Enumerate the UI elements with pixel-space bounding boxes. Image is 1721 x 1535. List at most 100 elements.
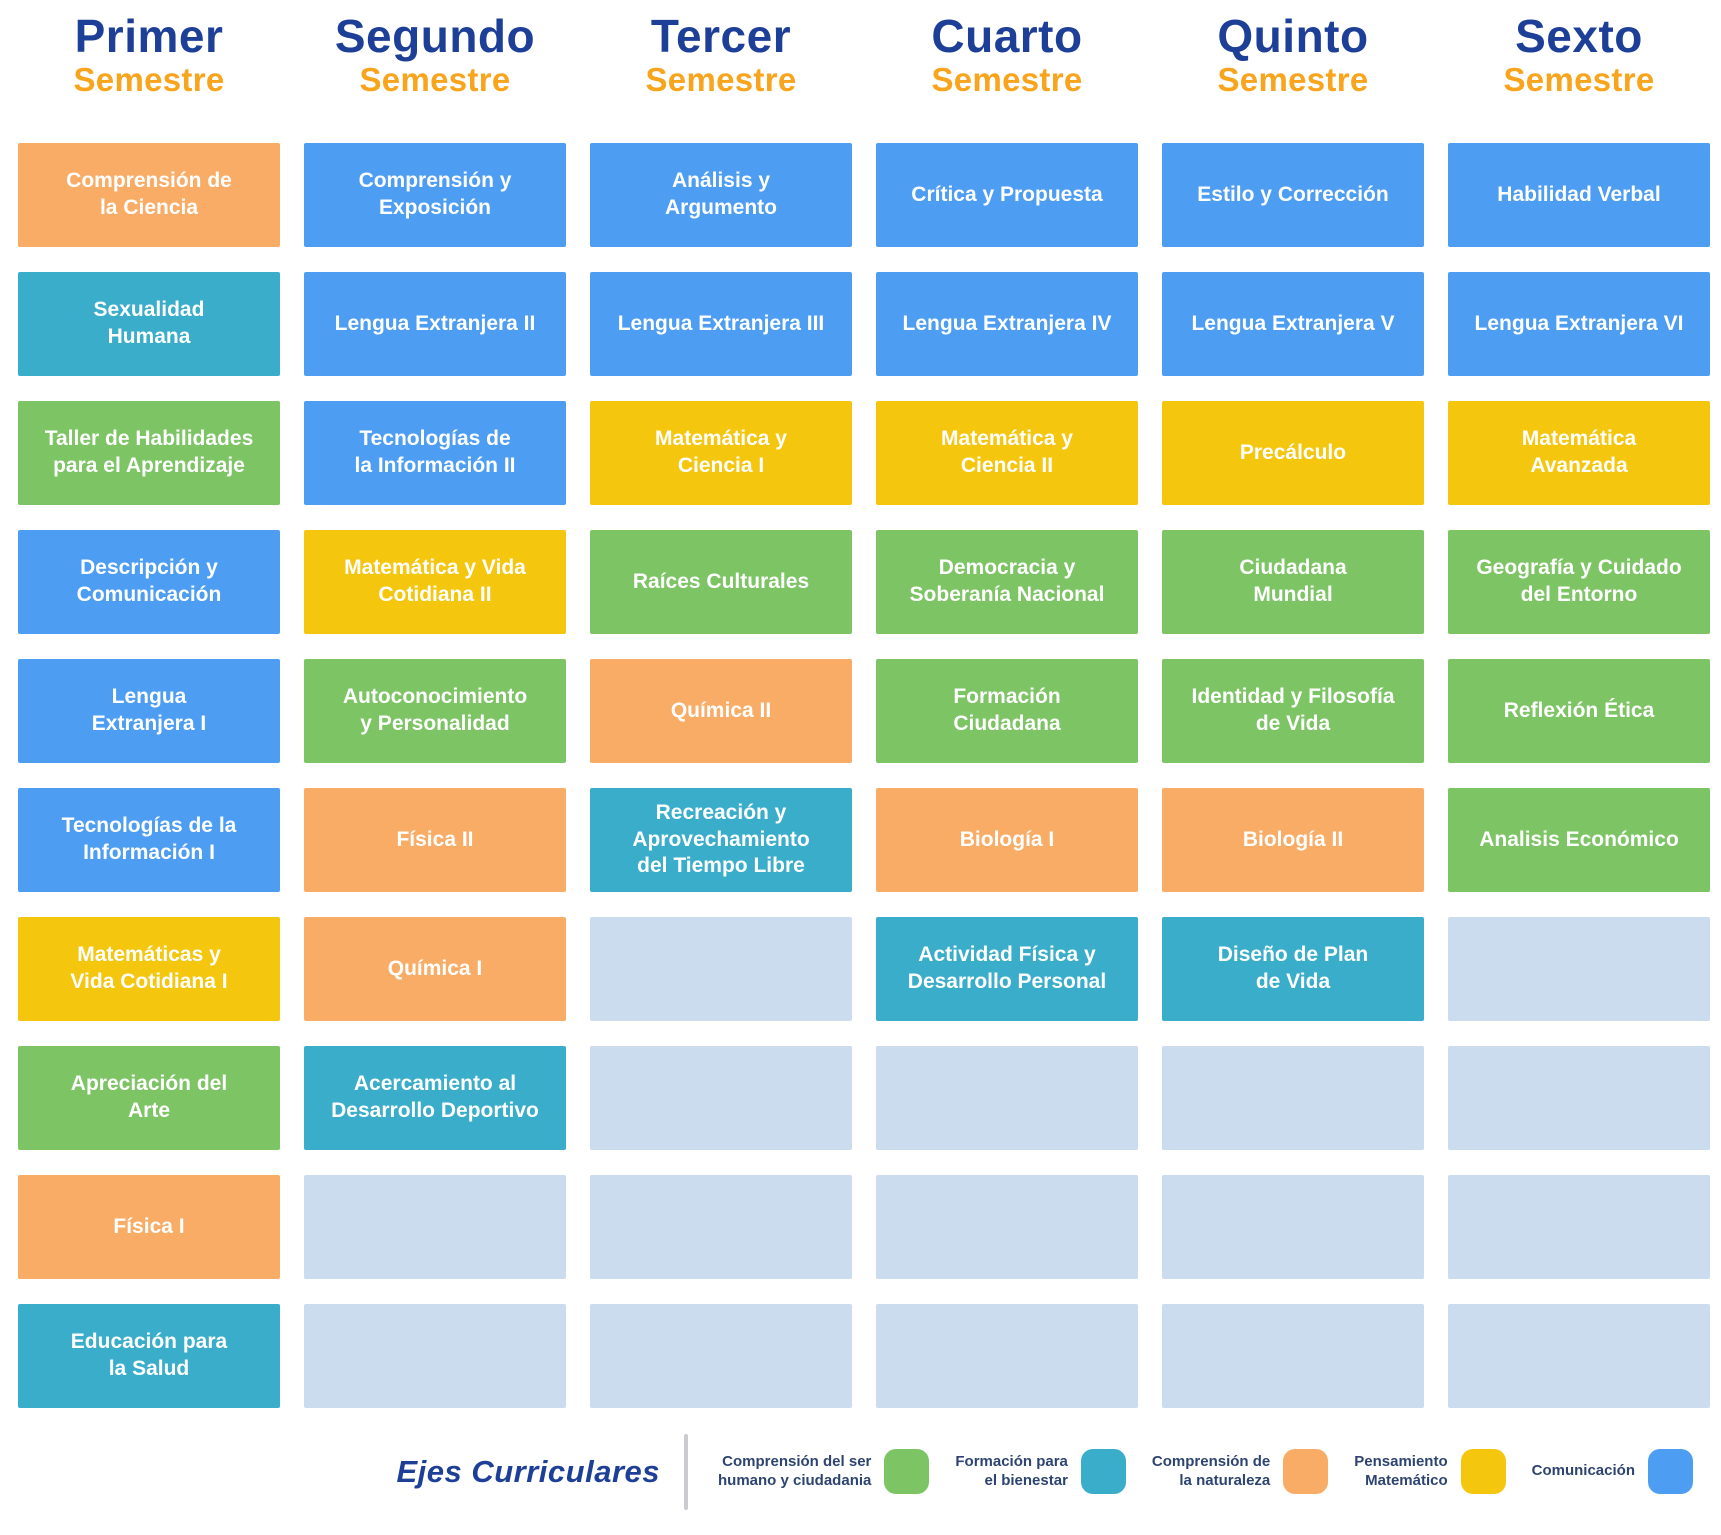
course-card: Recreación y Aprovechamiento del Tiempo … bbox=[590, 788, 852, 892]
course-card: Actividad Física y Desarrollo Personal bbox=[876, 917, 1138, 1021]
course-card: Estilo y Corrección bbox=[1162, 143, 1424, 247]
semester-subtitle: Semestre bbox=[359, 60, 511, 98]
course-card: Biología II bbox=[1162, 788, 1424, 892]
legend-item: Comprensión de la naturaleza bbox=[1151, 1449, 1329, 1494]
course-card: Acercamiento al Desarrollo Deportivo bbox=[304, 1046, 566, 1150]
course-card: Autoconocimiento y Personalidad bbox=[304, 659, 566, 763]
empty-slot bbox=[1162, 1175, 1424, 1279]
course-card: Lengua Extranjera VI bbox=[1448, 272, 1710, 376]
course-card: Ciudadana Mundial bbox=[1162, 530, 1424, 634]
legend-divider bbox=[684, 1433, 688, 1510]
course-card: Diseño de Plan de Vida bbox=[1162, 917, 1424, 1021]
course-card: Tecnologías de la Información II bbox=[304, 401, 566, 505]
empty-slot bbox=[590, 917, 852, 1021]
course-card: Lengua Extranjera IV bbox=[876, 272, 1138, 376]
legend-color-swatch bbox=[1080, 1449, 1126, 1494]
semester-subtitle: Semestre bbox=[1217, 60, 1369, 98]
course-card: Matemática y Ciencia II bbox=[876, 401, 1138, 505]
legend-item-label: Comprensión del ser humano y ciudadania bbox=[718, 1452, 872, 1489]
course-card: Lengua Extranjera II bbox=[304, 272, 566, 376]
course-card: Precálculo bbox=[1162, 401, 1424, 505]
empty-slot bbox=[1448, 1175, 1710, 1279]
semester-subtitle: Semestre bbox=[645, 60, 797, 98]
legend-items: Comprensión del ser humano y ciudadania F… bbox=[718, 1449, 1693, 1494]
legend-item-label: Comprensión de la naturaleza bbox=[1151, 1452, 1271, 1489]
course-card: Apreciación del Arte bbox=[18, 1046, 280, 1150]
course-card: Habilidad Verbal bbox=[1448, 143, 1710, 247]
course-card: Reflexión Ética bbox=[1448, 659, 1710, 763]
empty-slot bbox=[1162, 1046, 1424, 1150]
empty-slot bbox=[590, 1046, 852, 1150]
legend-bar: Ejes Curriculares Comprensión del ser hu… bbox=[0, 1408, 1721, 1535]
empty-slot bbox=[590, 1175, 852, 1279]
course-card: Química I bbox=[304, 917, 566, 1021]
course-card: Lengua Extranjera III bbox=[590, 272, 852, 376]
semester-subtitle: Semestre bbox=[1503, 60, 1655, 98]
course-card: Análisis y Argumento bbox=[590, 143, 852, 247]
course-card: Matemática Avanzada bbox=[1448, 401, 1710, 505]
semester-title: Tercer bbox=[650, 10, 792, 62]
course-card: Matemáticas y Vida Cotidiana I bbox=[18, 917, 280, 1021]
legend-item-label: Formación para el bienestar bbox=[955, 1452, 1068, 1489]
course-card: Sexualidad Humana bbox=[18, 272, 280, 376]
legend-color-swatch bbox=[884, 1449, 930, 1494]
course-card: Biología I bbox=[876, 788, 1138, 892]
legend-item: Pensamiento Matemático bbox=[1354, 1449, 1506, 1494]
course-card: Lengua Extranjera V bbox=[1162, 272, 1424, 376]
legend-item-label: Comunicación bbox=[1531, 1462, 1635, 1480]
empty-slot bbox=[1448, 1046, 1710, 1150]
empty-slot bbox=[876, 1046, 1138, 1150]
empty-slot bbox=[304, 1304, 566, 1408]
semester-title: Primer bbox=[74, 10, 224, 62]
course-card: Física I bbox=[18, 1175, 280, 1279]
semester-title: Segundo bbox=[334, 10, 536, 62]
course-card: Raíces Culturales bbox=[590, 530, 852, 634]
course-card: Lengua Extranjera I bbox=[18, 659, 280, 763]
course-card: Crítica y Propuesta bbox=[876, 143, 1138, 247]
semester-title: Sexto bbox=[1515, 10, 1643, 62]
empty-slot bbox=[876, 1304, 1138, 1408]
empty-slot bbox=[1448, 1304, 1710, 1408]
legend-color-swatch bbox=[1648, 1449, 1693, 1494]
course-card: Física II bbox=[304, 788, 566, 892]
semester-subtitle: Semestre bbox=[73, 60, 225, 98]
course-card: Matemática y Ciencia I bbox=[590, 401, 852, 505]
course-card: Geografía y Cuidado del Entorno bbox=[1448, 530, 1710, 634]
course-card: Democracia y Soberanía Nacional bbox=[876, 530, 1138, 634]
course-card: Descripción y Comunicación bbox=[18, 530, 280, 634]
empty-slot bbox=[876, 1175, 1138, 1279]
course-card: Tecnologías de la Información I bbox=[18, 788, 280, 892]
course-card: Química II bbox=[590, 659, 852, 763]
semester-title: Cuarto bbox=[931, 10, 1083, 62]
course-card: Matemática y Vida Cotidiana II bbox=[304, 530, 566, 634]
legend-color-swatch bbox=[1460, 1449, 1506, 1494]
legend-color-swatch bbox=[1283, 1449, 1329, 1494]
empty-slot bbox=[1162, 1304, 1424, 1408]
legend-item: Formación para el bienestar bbox=[955, 1449, 1126, 1494]
legend-item-label: Pensamiento Matemático bbox=[1354, 1452, 1448, 1489]
semester-subtitle: Semestre bbox=[931, 60, 1083, 98]
course-card: Formación Ciudadana bbox=[876, 659, 1138, 763]
empty-slot bbox=[590, 1304, 852, 1408]
course-card: Taller de Habilidades para el Aprendizaj… bbox=[18, 401, 280, 505]
